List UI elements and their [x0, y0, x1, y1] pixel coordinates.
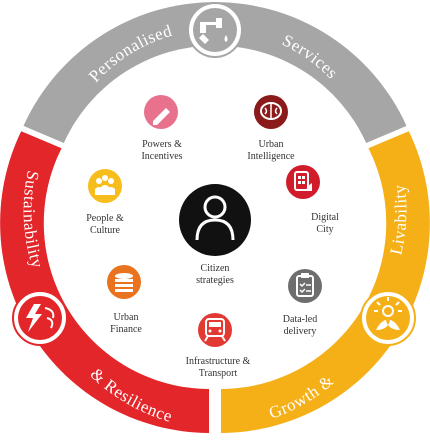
person-icon — [195, 195, 235, 241]
ring-segment-sustainability-resilience — [0, 131, 210, 434]
node-label-line2: Culture — [90, 225, 121, 236]
storm-lightning-icon — [12, 290, 68, 346]
tap-plug-icon — [187, 2, 243, 58]
node-people-culture: People & Culture — [86, 169, 124, 236]
center-label-line1: Citizen — [201, 263, 230, 274]
node-label-line1: Powers & — [142, 139, 182, 150]
node-powers-incentives: Powers & Incentives — [141, 95, 183, 162]
people-icon — [95, 175, 115, 195]
node-data-led-delivery: Data-led delivery — [283, 269, 322, 337]
arc-label-livability: Livability — [386, 183, 410, 256]
node-label-line2: Intelligence — [247, 151, 295, 162]
pen-icon — [153, 108, 170, 125]
node-label-line2: Incentives — [141, 151, 182, 162]
node-label-line1: Urban — [259, 139, 284, 150]
ring-segment-growth-livability — [221, 131, 430, 434]
node-label-line1: People & — [86, 213, 124, 224]
node-urban-intelligence: Urban Intelligence — [247, 95, 295, 162]
node-label-line2: Finance — [110, 324, 142, 335]
node-label-line2: City — [316, 224, 333, 235]
node-label-line1: Data-led — [283, 314, 317, 325]
clipboard-check-icon — [296, 273, 314, 297]
node-label-line1: Urban — [114, 312, 139, 323]
brain-icon — [260, 102, 282, 120]
node-infrastructure-transport: Infrastructure & Transport — [186, 313, 251, 379]
train-icon — [204, 318, 226, 342]
tablet-hand-icon — [294, 171, 312, 191]
node-label-line1: Digital — [311, 212, 339, 223]
node-label-line2: delivery — [284, 326, 317, 337]
ring-segment-personalised-services — [23, 2, 407, 143]
center-label-line2: strategies — [196, 275, 234, 286]
coins-icon — [115, 273, 133, 292]
node-label-line2: Transport — [199, 368, 238, 379]
node-digital-city: Digital City — [286, 165, 339, 235]
node-urban-finance: Urban Finance — [107, 265, 142, 335]
sun-leaf-icon — [360, 290, 416, 346]
center-citizen: Citizen strategies — [179, 184, 251, 286]
node-label-line1: Infrastructure & — [186, 356, 251, 367]
